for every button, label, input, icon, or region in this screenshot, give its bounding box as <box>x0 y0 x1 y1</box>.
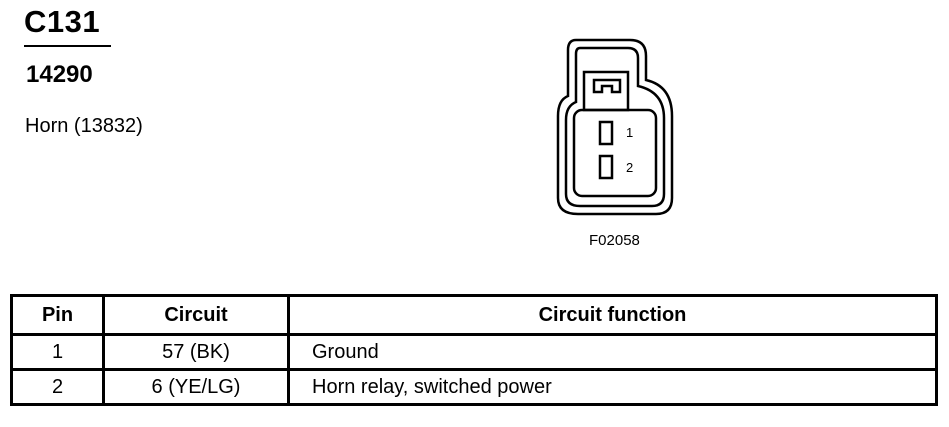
part-number: 14290 <box>26 61 93 88</box>
connector-inner-outline <box>564 46 666 208</box>
pin-label-1: 1 <box>626 125 633 140</box>
cell-circuit: 57 (BK) <box>102 333 290 371</box>
connector-description: Horn (13832) <box>25 115 143 137</box>
cell-function: Ground <box>287 333 938 371</box>
connector-face-diagram: 1 2 <box>556 38 674 216</box>
column-header-pin: Pin <box>10 294 105 336</box>
connector-id: C131 <box>24 4 101 39</box>
title-underline <box>24 45 111 47</box>
locking-latch <box>582 70 630 112</box>
terminal-cavity-1 <box>598 120 614 146</box>
cell-pin: 1 <box>10 333 105 371</box>
cell-pin: 2 <box>10 368 105 406</box>
cell-circuit: 6 (YE/LG) <box>102 368 290 406</box>
column-header-circuit: Circuit <box>102 294 290 336</box>
mating-face <box>572 108 658 198</box>
table-row: 1 57 (BK) Ground <box>10 333 938 371</box>
cell-function: Horn relay, switched power <box>287 368 938 406</box>
connector-housing-outline <box>556 38 674 216</box>
table-header-row: Pin Circuit Circuit function <box>10 294 938 336</box>
latch-tab <box>592 78 622 94</box>
column-header-function: Circuit function <box>287 294 938 336</box>
table-row: 2 6 (YE/LG) Horn relay, switched power <box>10 368 938 406</box>
terminal-cavity-2 <box>598 154 614 180</box>
pin-label-2: 2 <box>626 160 633 175</box>
figure-code: F02058 <box>589 232 640 249</box>
pin-table: Pin Circuit Circuit function 1 57 (BK) G… <box>10 294 938 406</box>
